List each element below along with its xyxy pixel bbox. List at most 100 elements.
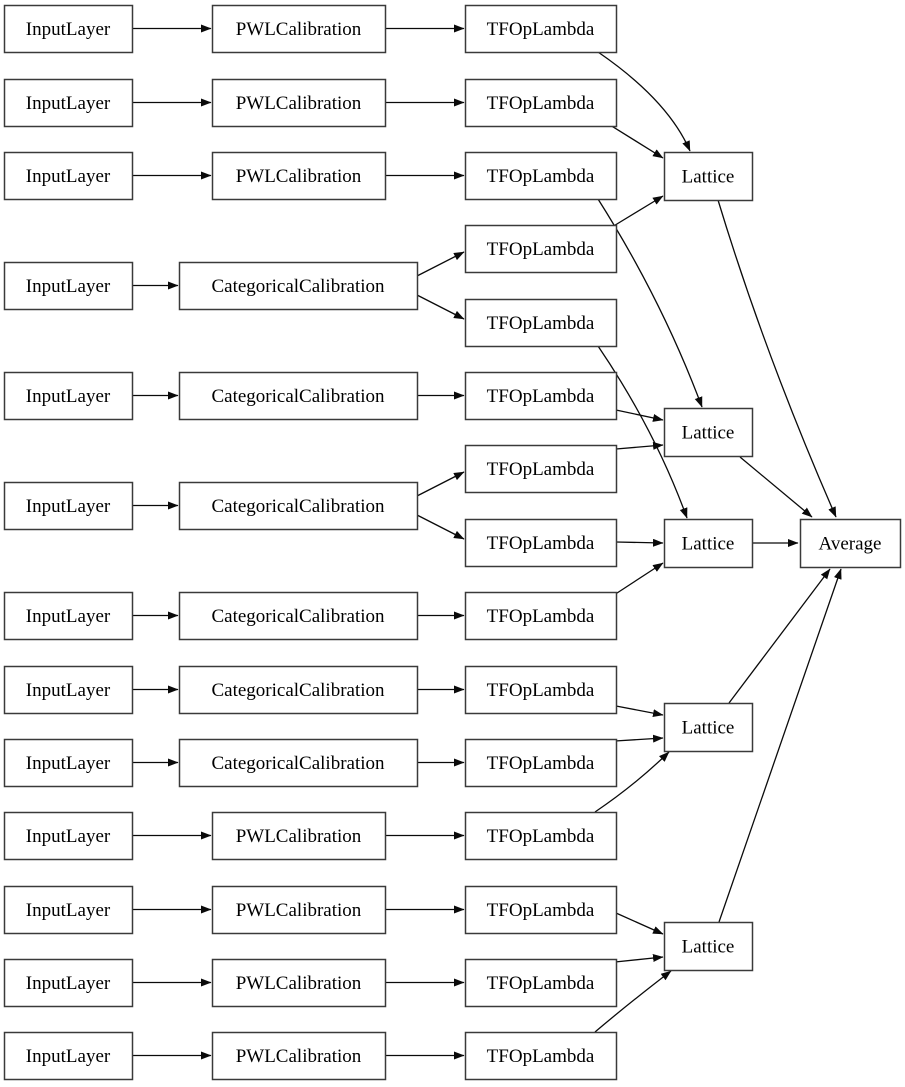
node-calib-2: PWLCalibration	[211, 78, 387, 128]
node-calib-1: PWLCalibration	[211, 4, 387, 54]
edge-tfop-12-lattice-4	[594, 751, 670, 813]
tfoplambda-node-box	[464, 811, 618, 861]
node-input-9: InputLayer	[3, 738, 134, 788]
node-label: InputLayer	[26, 496, 111, 517]
node-input-12: InputLayer	[3, 958, 134, 1008]
node-calib-3: PWLCalibration	[211, 151, 387, 201]
node-tfop-9: TFOpLambda	[464, 591, 618, 641]
node-label: InputLayer	[26, 606, 111, 627]
node-label: PWLCalibration	[236, 1046, 362, 1067]
node-label: InputLayer	[26, 900, 111, 921]
tfoplambda-node-box	[464, 444, 618, 494]
node-label: Lattice	[682, 937, 735, 958]
node-lattice-5: Lattice	[663, 921, 754, 972]
tfoplambda-node-box	[464, 224, 618, 274]
node-label: TFOpLambda	[487, 19, 595, 40]
node-calib-10: PWLCalibration	[211, 811, 387, 861]
tfoplambda-node-box	[464, 4, 618, 54]
categoricalcalibration-node-box	[178, 591, 419, 641]
node-input-1: InputLayer	[3, 4, 134, 54]
inputlayer-node-box	[3, 1031, 134, 1081]
edge-lattice-1-average	[717, 199, 837, 518]
node-input-8: InputLayer	[3, 665, 134, 715]
lattice-node-box	[663, 702, 754, 753]
node-label: CategoricalCalibration	[211, 496, 385, 517]
node-lattice-2: Lattice	[663, 407, 754, 458]
node-tfop-8: TFOpLambda	[464, 518, 618, 568]
edge-lattice-4-average	[728, 568, 831, 704]
node-calib-4: CategoricalCalibration	[178, 261, 419, 311]
inputlayer-node-box	[3, 738, 134, 788]
edge-tfop-1-lattice-1	[597, 51, 691, 152]
lattice-node-box	[663, 518, 754, 569]
inputlayer-node-box	[3, 151, 134, 201]
edge-tfop-3-lattice-2	[597, 198, 703, 408]
node-calib-8: CategoricalCalibration	[178, 665, 419, 715]
inputlayer-node-box	[3, 371, 134, 421]
node-label: PWLCalibration	[236, 19, 362, 40]
node-label: TFOpLambda	[487, 239, 595, 260]
node-lattice-1: Lattice	[663, 151, 754, 202]
node-input-7: InputLayer	[3, 591, 134, 641]
node-label: InputLayer	[26, 1046, 111, 1067]
node-label: TFOpLambda	[487, 826, 595, 847]
node-label: TFOpLambda	[487, 753, 595, 774]
node-input-6: InputLayer	[3, 481, 134, 531]
pwlcalibration-node-box	[211, 885, 387, 935]
categoricalcalibration-node-box	[178, 371, 419, 421]
edge-calib-4-tfop-4	[416, 251, 465, 277]
node-label: CategoricalCalibration	[211, 276, 385, 297]
node-label: TFOpLambda	[487, 459, 595, 480]
edge-tfop-11-lattice-4	[614, 734, 664, 743]
tfoplambda-node-box	[464, 665, 618, 715]
node-input-11: InputLayer	[3, 885, 134, 935]
node-label: Lattice	[682, 167, 735, 188]
node-tfop-11: TFOpLambda	[464, 738, 618, 788]
node-calib-11: PWLCalibration	[211, 885, 387, 935]
inputlayer-node-box	[3, 958, 134, 1008]
nodes-layer: InputLayerInputLayerInputLayerInputLayer…	[3, 4, 902, 1081]
tfoplambda-node-box	[464, 591, 618, 641]
edge-tfop-4-lattice-1	[611, 195, 664, 228]
node-label: InputLayer	[26, 276, 111, 297]
node-label: Lattice	[682, 534, 735, 555]
node-input-2: InputLayer	[3, 78, 134, 128]
node-label: PWLCalibration	[236, 973, 362, 994]
tfoplambda-node-box	[464, 958, 618, 1008]
node-label: TFOpLambda	[487, 313, 595, 334]
categoricalcalibration-node-box	[178, 738, 419, 788]
inputlayer-node-box	[3, 665, 134, 715]
node-input-4: InputLayer	[3, 261, 134, 311]
edges-layer	[132, 24, 842, 1060]
node-label: InputLayer	[26, 166, 111, 187]
node-tfop-4: TFOpLambda	[464, 224, 618, 274]
node-average: Average	[799, 518, 902, 569]
inputlayer-node-box	[3, 591, 134, 641]
tfoplambda-node-box	[464, 151, 618, 201]
edge-lattice-5-average	[718, 568, 842, 923]
node-label: PWLCalibration	[236, 826, 362, 847]
tfoplambda-node-box	[464, 371, 618, 421]
node-label: PWLCalibration	[236, 93, 362, 114]
node-calib-5: CategoricalCalibration	[178, 371, 419, 421]
node-lattice-4: Lattice	[663, 702, 754, 753]
node-input-5: InputLayer	[3, 371, 134, 421]
node-label: TFOpLambda	[487, 166, 595, 187]
node-label: Average	[819, 534, 882, 555]
tfoplambda-node-box	[464, 78, 618, 128]
node-label: TFOpLambda	[487, 93, 595, 114]
tfoplambda-node-box	[464, 885, 618, 935]
node-tfop-15: TFOpLambda	[464, 1031, 618, 1081]
node-tfop-12: TFOpLambda	[464, 811, 618, 861]
pwlcalibration-node-box	[211, 151, 387, 201]
node-tfop-6: TFOpLambda	[464, 371, 618, 421]
node-label: InputLayer	[26, 680, 111, 701]
inputlayer-node-box	[3, 4, 134, 54]
pwlcalibration-node-box	[211, 958, 387, 1008]
edge-lattice-2-average	[739, 456, 813, 518]
node-calib-12: PWLCalibration	[211, 958, 387, 1008]
node-label: TFOpLambda	[487, 680, 595, 701]
categoricalcalibration-node-box	[178, 665, 419, 715]
inputlayer-node-box	[3, 811, 134, 861]
